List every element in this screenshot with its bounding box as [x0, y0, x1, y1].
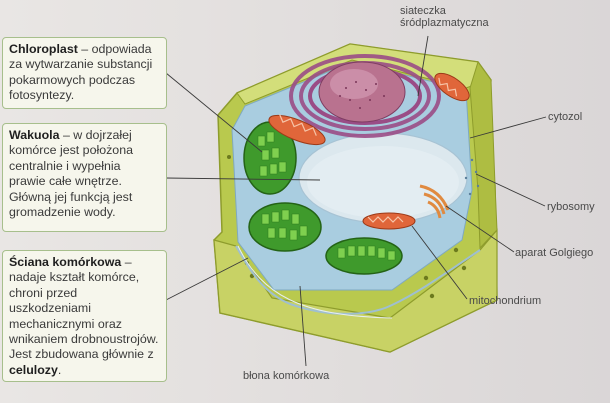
- chloroplast: [243, 121, 297, 195]
- chloroplast-term: Chloroplast: [9, 42, 78, 56]
- mitochondrion: [268, 114, 326, 146]
- vacuole-text: – w dojrzałej komórce jest położona cent…: [9, 128, 133, 220]
- leader-lines: [165, 35, 547, 367]
- chloroplast-description: Chloroplast – odpowiada za wytwarzanie s…: [2, 37, 167, 109]
- cell-wall-description: Ściana komórkowa – nadaje kształt komórc…: [2, 250, 167, 382]
- chloroplast: [325, 237, 403, 275]
- mitochondrion: [434, 72, 470, 102]
- er-label-line2: śródplazmatyczna: [400, 17, 489, 29]
- cell-membrane-label: błona komórkowa: [243, 370, 330, 382]
- vacuole-term: Wakuola: [9, 128, 60, 142]
- vacuole-description: Wakuola – w dojrzałej komórce jest położ…: [2, 123, 167, 232]
- nucleus: [318, 61, 406, 123]
- cell-membrane: [235, 245, 481, 315]
- cell-wall-text-end: .: [57, 362, 62, 377]
- chloroplast: [248, 202, 322, 252]
- cell-wall-text: – nadaje kształt komórce, chroni przed u…: [9, 255, 159, 362]
- golgi-label: aparat Golgiego: [515, 247, 594, 259]
- chloroplast-text: – odpowiada za wytwarzanie substancji po…: [9, 42, 153, 103]
- ribosomes: [464, 158, 480, 196]
- cellulose-term: celulozy: [9, 362, 58, 377]
- mitochondrion: [362, 212, 416, 230]
- ribosomes-label: rybosomy: [547, 201, 595, 213]
- er-label: siateczka śródplazmatyczna: [400, 5, 530, 29]
- er-label-line1: siateczka: [400, 5, 446, 17]
- mitochondrion-label: mitochondrium: [469, 295, 542, 307]
- cell-wall-term: Ściana komórkowa: [9, 255, 122, 269]
- cytosol-label: cytozol: [548, 111, 583, 123]
